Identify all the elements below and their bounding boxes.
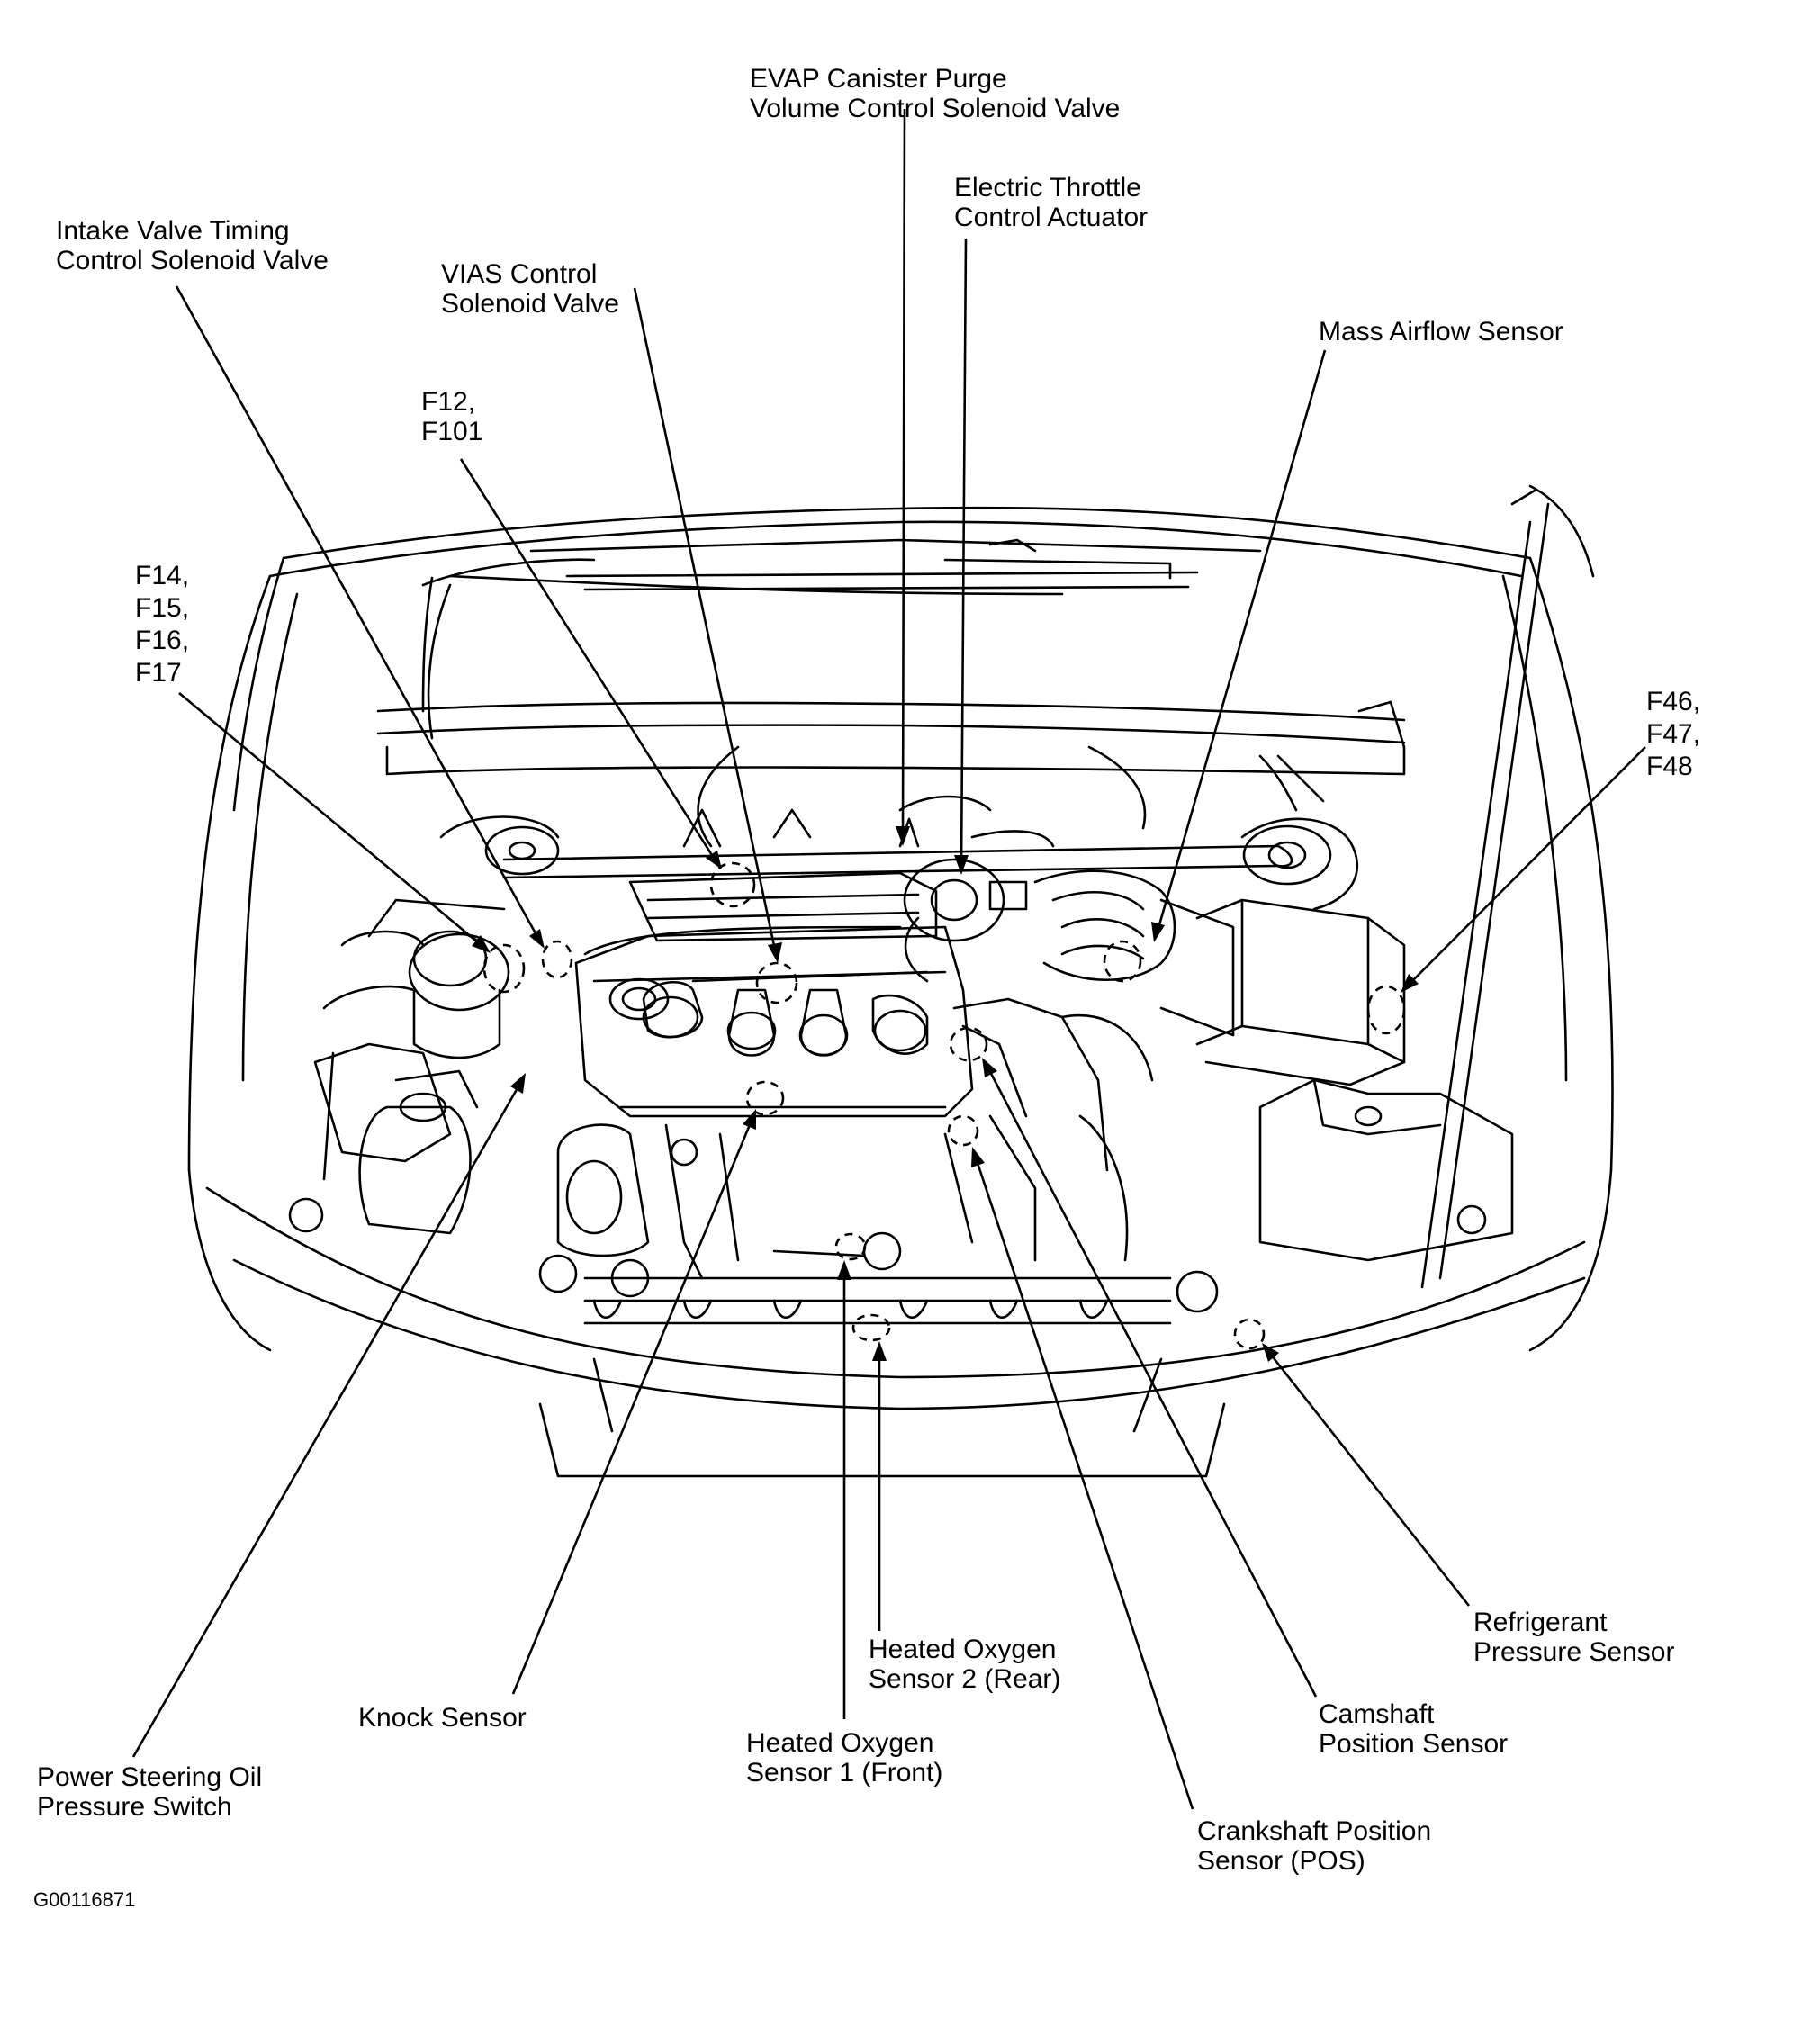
leader-evap	[901, 108, 906, 840]
label-intake-valve-timing-solenoid: Intake Valve Timing Control Solenoid Val…	[56, 216, 329, 275]
label-electric-throttle-control-actuator: Electric Throttle Control Actuator	[954, 173, 1148, 232]
label-f14-line-2: F15,	[135, 593, 190, 623]
leader-maf	[1155, 349, 1327, 935]
label-f46-line-3: F48	[1646, 752, 1693, 781]
label-f12-line-2: F101	[421, 417, 483, 446]
arrowhead-maf	[1151, 922, 1165, 942]
label-mass-airflow-sensor: Mass Airflow Sensor	[1319, 317, 1563, 347]
label-knock-sensor: Knock Sensor	[358, 1703, 527, 1733]
label-f12-f101: F12, F101	[421, 387, 482, 446]
label-heated-oxygen-sensor-1: Heated Oxygen Sensor 1 (Front)	[746, 1728, 942, 1788]
arrowhead-f14	[472, 935, 491, 953]
leader-pstrg	[131, 1079, 524, 1758]
leader-etc	[960, 238, 968, 868]
label-f46-line-1: F46,	[1646, 687, 1701, 716]
leader-lines	[131, 108, 1646, 1810]
label-cmp-line-2: Position Sensor	[1319, 1729, 1509, 1759]
label-knock-line-1: Knock Sensor	[358, 1703, 527, 1733]
label-f46-f48: F46, F47, F48	[1646, 686, 1700, 783]
label-refrig-line-2: Pressure Sensor	[1473, 1637, 1675, 1667]
arrowhead-evap	[896, 826, 910, 846]
arrowhead-f12	[706, 851, 722, 869]
arrowhead-cmp	[982, 1058, 997, 1077]
label-ho2s2-line-1: Heated Oxygen	[869, 1635, 1057, 1664]
label-etc-line-1: Electric Throttle	[954, 173, 1141, 203]
label-cmp-line-1: Camshaft	[1319, 1699, 1435, 1729]
leader-ckp	[973, 1154, 1194, 1810]
label-f12-line-1: F12,	[421, 387, 476, 417]
label-camshaft-position-sensor: Camshaft Position Sensor	[1319, 1699, 1508, 1759]
arrowhead-f46	[1401, 974, 1419, 993]
label-ckp-line-2: Sensor (POS)	[1197, 1846, 1365, 1876]
leader-refrig	[1266, 1349, 1471, 1607]
label-f14-line-4: F17	[135, 658, 182, 688]
label-power-steering-oil-pressure-switch: Power Steering Oil Pressure Switch	[37, 1762, 262, 1822]
label-f46-line-2: F47,	[1646, 719, 1701, 749]
label-f14-f17: F14, F15, F16, F17	[135, 560, 189, 689]
arrowhead-knock	[743, 1109, 756, 1130]
label-etc-line-2: Control Actuator	[954, 203, 1149, 232]
leader-knock	[511, 1115, 755, 1695]
label-ho2s1-line-1: Heated Oxygen	[746, 1728, 934, 1758]
arrowhead-refrig	[1262, 1343, 1279, 1362]
label-f14-line-3: F16,	[135, 626, 190, 655]
label-maf-line-1: Mass Airflow Sensor	[1319, 317, 1563, 347]
label-evap-line-1: EVAP Canister Purge	[750, 64, 1007, 94]
label-refrig-line-1: Refrigerant	[1473, 1608, 1608, 1637]
label-evap-line-2: Volume Control Solenoid Valve	[750, 94, 1121, 123]
leader-f14	[178, 692, 485, 949]
leader-cmp	[985, 1064, 1318, 1698]
figure-code: G00116871	[33, 1888, 136, 1911]
label-vias-control-solenoid: VIAS Control Solenoid Valve	[441, 259, 619, 319]
label-vias-line-1: VIAS Control	[441, 259, 598, 289]
arrowhead-vias	[768, 942, 782, 963]
label-ivt-line-2: Control Solenoid Valve	[56, 246, 329, 275]
callout-circles	[482, 861, 1406, 1350]
arrowhead-etc	[954, 855, 969, 875]
label-ivt-line-1: Intake Valve Timing	[56, 216, 290, 246]
leader-ivt	[175, 285, 542, 942]
leader-vias	[633, 287, 778, 955]
arrowhead-ivt	[529, 929, 545, 949]
label-pstrg-line-2: Pressure Switch	[37, 1792, 232, 1822]
label-ckp-line-1: Crankshaft Position	[1197, 1816, 1432, 1846]
label-pstrg-line-1: Power Steering Oil	[37, 1762, 263, 1792]
leader-f12	[459, 458, 718, 863]
engine-bay-illustration	[187, 484, 1614, 1478]
label-f14-line-1: F14,	[135, 561, 190, 590]
label-heated-oxygen-sensor-2: Heated Oxygen Sensor 2 (Rear)	[869, 1635, 1060, 1694]
arrowhead-ho2s1	[837, 1260, 851, 1280]
label-ho2s1-line-2: Sensor 1 (Front)	[746, 1758, 943, 1788]
label-ho2s2-line-2: Sensor 2 (Rear)	[869, 1664, 1061, 1694]
label-refrigerant-pressure-sensor: Refrigerant Pressure Sensor	[1473, 1608, 1674, 1667]
label-vias-line-2: Solenoid Valve	[441, 289, 619, 319]
leader-f46	[1406, 746, 1646, 987]
arrowhead-pstrg	[510, 1073, 526, 1094]
label-evap-canister-purge-valve: EVAP Canister Purge Volume Control Solen…	[750, 64, 1120, 123]
label-crankshaft-position-sensor: Crankshaft Position Sensor (POS)	[1197, 1816, 1431, 1876]
arrowhead-ckp	[971, 1147, 985, 1167]
arrowhead-ho2s2	[872, 1341, 887, 1361]
